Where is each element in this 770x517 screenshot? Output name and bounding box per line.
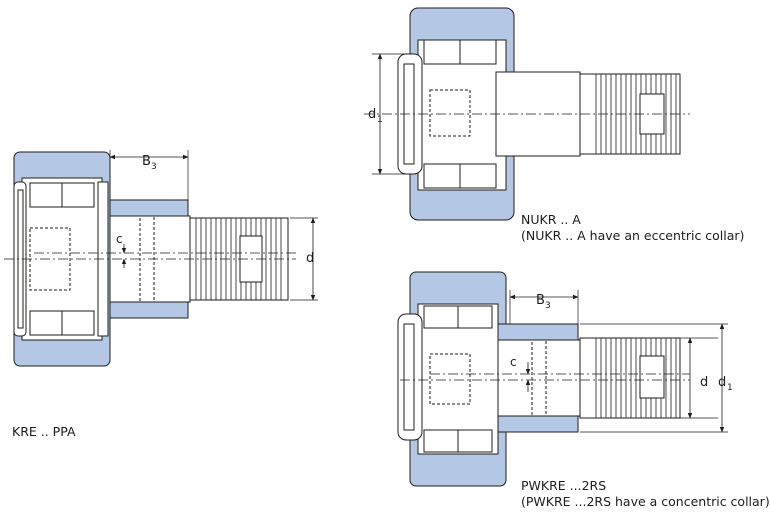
kre-caption: KRE .. PPA: [12, 424, 76, 439]
pwkre-drawing: [397, 271, 728, 487]
pwkre-note: (PWKRE ...2RS have a concentric collar): [521, 494, 770, 509]
nukr-caption: NUKR .. A: [521, 212, 581, 227]
pwkre-width-label: B: [536, 293, 545, 308]
kre-ecc-label: c: [116, 232, 123, 246]
pwkre-collar-sub: 1: [727, 383, 733, 393]
nukr-note: (NUKR .. A have an eccentric collar): [521, 228, 745, 243]
pwkre-diameter-label: d: [700, 375, 708, 390]
pwkre-width-sub: 3: [545, 301, 551, 311]
nukr-collar-label: d: [368, 107, 376, 122]
pwkre-collar-label: d: [718, 375, 726, 390]
pwkre-ecc-label: c: [510, 355, 517, 369]
kre-width-sub: 3: [151, 162, 157, 172]
kre-diameter-label: d: [306, 251, 314, 266]
kre-ppa-drawing: [4, 150, 318, 367]
nukr-collar-sub: 1: [377, 115, 383, 125]
kre-width-label: B: [142, 154, 151, 169]
technical-drawing: B 3 c d: [4, 7, 770, 509]
nukr-a-drawing: [364, 7, 690, 221]
pwkre-caption: PWKRE ...2RS: [521, 478, 607, 493]
